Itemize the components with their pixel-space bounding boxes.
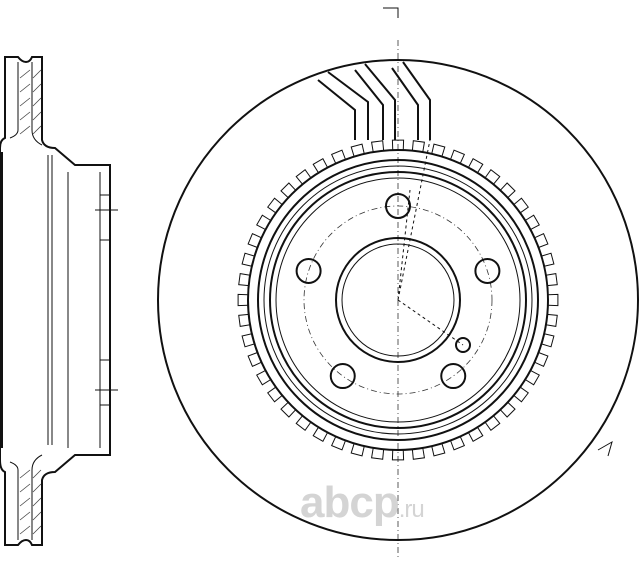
hatch-line <box>32 125 42 135</box>
hatch-line <box>19 111 31 121</box>
vane-tooth <box>499 401 516 418</box>
vane-tooth <box>350 443 365 457</box>
bolt-hole <box>329 363 356 390</box>
hatch-line <box>19 97 31 107</box>
vane-tooth <box>524 214 540 231</box>
hatch-line <box>19 511 31 521</box>
vane-tooth <box>247 232 262 248</box>
vane-tooth <box>391 139 405 151</box>
vane-tooth <box>256 214 272 231</box>
vane-tooth <box>545 272 558 287</box>
vane-tooth <box>280 182 297 199</box>
section-marker-top <box>383 7 399 18</box>
vane-tooth <box>256 369 272 386</box>
bolt-hole <box>440 363 467 390</box>
vane-tooth <box>370 447 385 460</box>
vane-tooth <box>391 449 405 461</box>
vane-tooth <box>267 197 283 214</box>
vane-tooth <box>467 426 484 442</box>
vane-tooth <box>312 158 329 174</box>
vane-tooth <box>431 143 446 157</box>
center-bore <box>335 237 461 363</box>
hatch-line <box>19 469 31 479</box>
vane-tooth <box>499 182 516 199</box>
hatch-line <box>32 483 42 493</box>
hatch-line <box>19 483 31 493</box>
hatch-line <box>32 525 42 535</box>
vane-tooth <box>513 386 529 403</box>
hatch-line <box>19 83 31 93</box>
vane-tooth <box>350 143 365 157</box>
vane-tooth <box>467 158 484 174</box>
vane-tooth <box>534 232 549 248</box>
hatch-line <box>32 497 42 507</box>
vane-tooth <box>238 313 251 328</box>
vane-tooth <box>312 426 329 442</box>
vane-tooth <box>295 169 312 185</box>
vane-tooth <box>411 447 426 460</box>
vane-tooth <box>241 333 255 348</box>
logo-text: abcp <box>300 478 400 527</box>
locating-hole <box>455 337 471 353</box>
vane-tooth <box>247 352 262 368</box>
hatch-line <box>32 83 42 93</box>
hatch-line <box>32 97 42 107</box>
vane-tooth <box>431 443 446 457</box>
hatch-line <box>19 125 31 135</box>
watermark-logo: abcp.ru <box>300 478 425 528</box>
logo-suffix: .ru <box>398 496 425 523</box>
front-view <box>157 7 639 560</box>
vane-tooth <box>330 149 346 164</box>
hatch-line <box>19 497 31 507</box>
vane-tooth <box>450 149 466 164</box>
hatch-line <box>32 69 42 79</box>
vane-tooth <box>524 369 540 386</box>
vane-tooth <box>237 293 249 307</box>
bolt-hole <box>474 257 501 284</box>
section-marker-right <box>597 440 613 457</box>
cooling-vane-ring <box>237 139 559 461</box>
vane-tooth <box>280 401 297 418</box>
vane-tooth <box>534 352 549 368</box>
bolt-circle <box>303 205 493 395</box>
vane-tooth <box>238 272 251 287</box>
hatch-line <box>19 525 31 535</box>
vane-tooth <box>241 252 255 267</box>
hatch-line <box>19 69 31 79</box>
bolt-hole <box>295 257 322 284</box>
vane-detail <box>317 61 431 140</box>
vane-tooth <box>541 333 555 348</box>
vane-tooth <box>484 169 501 185</box>
hatch-line <box>32 111 42 121</box>
hatch-line <box>32 511 42 521</box>
vane-tooth <box>330 436 346 451</box>
bolt-hole <box>385 193 411 219</box>
vane-tooth <box>370 140 385 153</box>
vane-tooth <box>547 293 559 307</box>
vane-tooth <box>267 386 283 403</box>
vane-tooth <box>541 252 555 267</box>
vane-tooth <box>513 197 529 214</box>
vane-tooth <box>545 313 558 328</box>
section-view <box>0 56 118 546</box>
vane-tooth <box>295 415 312 431</box>
vane-tooth <box>411 140 426 153</box>
disc-outer-edge <box>157 59 639 541</box>
vane-tooth <box>484 415 501 431</box>
vane-tooth <box>450 436 466 451</box>
hatch-line <box>32 469 42 479</box>
